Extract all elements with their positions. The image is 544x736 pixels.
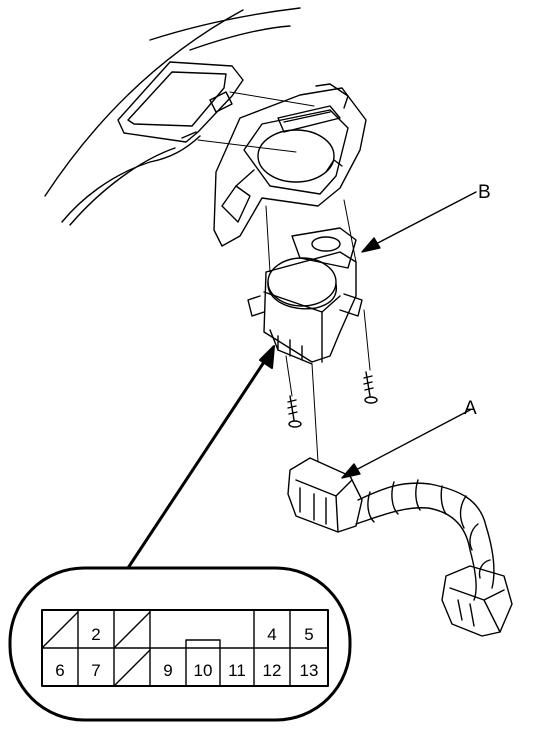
pin-10: 10 xyxy=(194,661,213,680)
harness-end-connector xyxy=(441,565,513,637)
harness-connector-a xyxy=(287,457,495,601)
pin-4: 4 xyxy=(267,625,276,644)
bezel-trim xyxy=(213,83,367,247)
pin-6: 6 xyxy=(55,661,64,680)
pin-7: 7 xyxy=(91,661,100,680)
leader-pin-view xyxy=(126,345,275,570)
callout-b: B xyxy=(478,182,491,203)
leader-a xyxy=(341,409,471,479)
alignment-lines xyxy=(197,91,371,463)
blank-pin-diagonal xyxy=(113,649,151,687)
connector-pin-view xyxy=(8,566,352,722)
pin-9: 9 xyxy=(163,661,172,680)
pin-11: 11 xyxy=(228,661,246,680)
blank-pin-diagonal xyxy=(113,611,151,649)
pin-12: 12 xyxy=(263,661,282,680)
blank-pin-diagonal xyxy=(41,611,79,649)
pin-2: 2 xyxy=(91,625,100,644)
switch-unit xyxy=(247,227,363,365)
pin-13: 13 xyxy=(300,661,319,680)
callout-a: A xyxy=(464,398,477,419)
dashboard-panel xyxy=(44,7,301,226)
screw-left xyxy=(287,395,302,428)
pin-5: 5 xyxy=(304,625,313,644)
leader-b xyxy=(361,191,477,253)
screw-right xyxy=(363,371,378,404)
